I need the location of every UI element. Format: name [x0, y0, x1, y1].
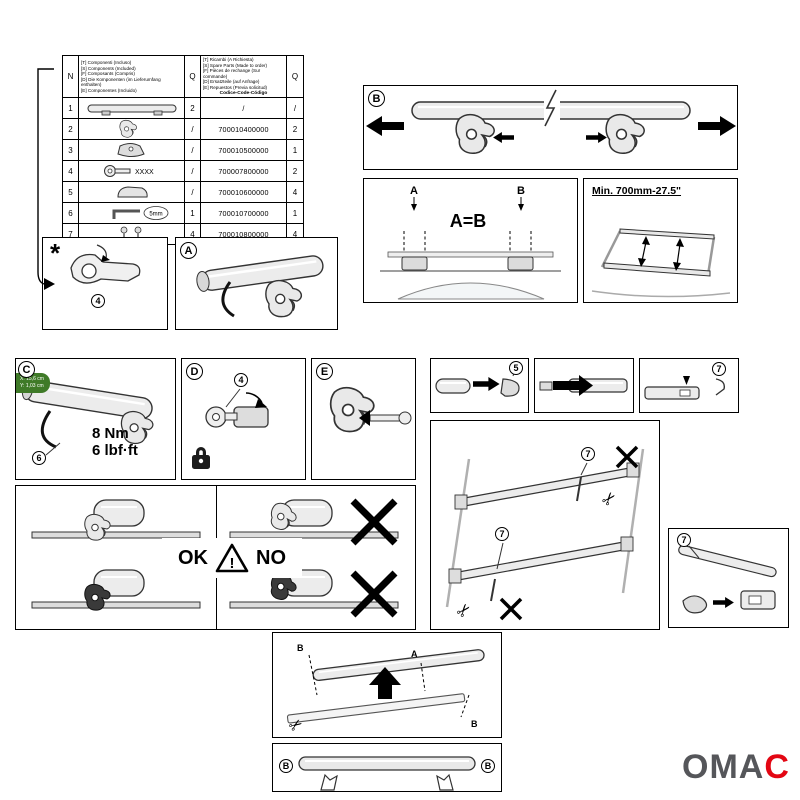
step-c-label: C	[18, 361, 35, 378]
panel-equal-spacing: A B A=B	[363, 178, 578, 303]
ok-no-label: OK ! NO	[162, 538, 302, 578]
strap-detail-illustration	[678, 544, 777, 614]
panel-endcap-install: 5	[430, 358, 529, 413]
equal-spacing-illustration: A B A=B	[380, 185, 561, 300]
table-row: 5 / 700010600000 4	[62, 181, 304, 203]
svg-text:B: B	[297, 643, 304, 653]
mount-wrong-top	[229, 499, 399, 539]
table-row: 1 2 / /	[62, 97, 304, 119]
panel-step-c: C X: 15,6 cm Y: 1,03 cm 6 8 Nm 6 lbf·ft	[15, 358, 176, 480]
callout-7: 7	[581, 447, 595, 461]
callout-7: 7	[712, 362, 726, 376]
col-header-n: N	[62, 55, 79, 98]
header-spare-langs: [T] Ricambi (A Richiesta) [S] Spare Part…	[200, 55, 287, 98]
step-e-label: E	[316, 363, 333, 380]
table-row: 2 / 700010400000 2	[62, 118, 304, 140]
hook-insert-illustration	[644, 376, 726, 400]
step-b-label: B	[368, 90, 385, 107]
panel-step-e: E	[311, 358, 416, 480]
part-icon-allen-key: 5mm	[112, 206, 168, 220]
part-icon-cross-bar	[87, 104, 176, 116]
panel-cut-assembly: B A B ✂	[272, 632, 502, 738]
panel-hook-insert: 7	[639, 358, 739, 413]
min-distance-illustration	[591, 228, 731, 298]
col-header-q-included: Q	[184, 55, 201, 98]
ok-label: OK	[178, 546, 208, 569]
callout-7: 7	[495, 527, 509, 541]
key-insert-illustration	[329, 386, 412, 433]
svg-text:A=B: A=B	[450, 211, 487, 231]
panel-min-distance: Min. 700mm-27.5"	[583, 178, 738, 303]
svg-text:5mm: 5mm	[149, 212, 162, 218]
callout-4: 4	[91, 294, 105, 308]
svg-text:A: A	[410, 185, 418, 197]
cut-assembly-illustration: B A B ✂	[286, 643, 485, 737]
part-icon-rubber-pad	[116, 143, 145, 157]
torque-nm: 8 Nm	[92, 425, 129, 442]
panel-step-d: D 4	[181, 358, 306, 480]
col-header-q-spare: Q	[286, 55, 304, 98]
lock-illustration	[205, 388, 269, 428]
final-check-illustration	[298, 756, 476, 791]
table-to-detail-arrow	[37, 68, 55, 290]
torque-values: 8 Nm 6 lbf·ft	[92, 425, 138, 460]
padlock-icon	[192, 447, 210, 469]
clamp-detail-illustration	[70, 244, 141, 284]
panel-clamp-detail: * 4	[42, 237, 168, 330]
scissors-icon: ✂	[598, 487, 622, 510]
omac-logo: OMAC	[682, 748, 790, 787]
svg-text:B: B	[471, 719, 478, 729]
part-icon-lock-key: XXXX	[103, 165, 154, 177]
panel-strap-slide	[534, 358, 634, 413]
panel-ok-no: OK ! NO	[15, 485, 416, 630]
step-a-illustration	[196, 255, 324, 318]
mount-correct-bottom	[31, 569, 201, 611]
callout-6: 6	[32, 451, 46, 465]
asterisk-label: *	[50, 238, 61, 268]
parts-table: N [T] Componenti (Incluso) [S] Component…	[62, 55, 304, 245]
table-row: 4 XXXX / 700007800000 2	[62, 160, 304, 182]
dimension-x: X: 15,6 cm	[20, 376, 44, 382]
panel-strap-detail: 7	[668, 528, 789, 628]
roof-overview-illustration: ✂ ✂	[445, 445, 645, 622]
torque-illustration	[21, 379, 154, 456]
callout-4: 4	[234, 373, 248, 387]
panel-step-a: A	[175, 237, 338, 330]
mount-correct-top	[31, 499, 201, 541]
strap-slide-illustration	[539, 375, 628, 396]
no-label: NO	[256, 546, 286, 569]
callout-5: 5	[509, 361, 523, 375]
step-a-label: A	[180, 242, 197, 259]
scissors-icon: ✂	[452, 599, 476, 622]
panel-step-b: B	[363, 85, 738, 170]
dimension-y: Y: 1,03 cm	[20, 382, 44, 389]
omac-logo-text: OMA	[682, 748, 765, 786]
callout-b-left: B	[279, 759, 293, 773]
table-row: 6 5mm 1 700010700000 1	[62, 202, 304, 224]
code-label: Codice-Code-Código	[219, 91, 268, 96]
x-mark-icon	[350, 570, 398, 618]
omac-logo-accent: C	[764, 748, 790, 786]
panel-roof-overview: ✂ ✂ 7 7	[430, 420, 660, 630]
table-row: 3 / 700010500000 1	[62, 139, 304, 161]
step-d-label: D	[186, 363, 203, 380]
callout-7: 7	[677, 533, 691, 547]
warning-icon: !	[215, 543, 249, 573]
torque-lbf: 6 lbf·ft	[92, 442, 138, 460]
part-icon-end-cap	[116, 186, 148, 198]
callout-b-right: B	[481, 759, 495, 773]
panel-final-check: B B	[272, 743, 502, 792]
svg-text:A: A	[411, 649, 418, 659]
endcap-install-illustration	[435, 369, 520, 397]
part-icon-foot-clamp	[118, 119, 137, 138]
step-b-illustration	[366, 89, 736, 154]
x-mark-icon	[350, 498, 398, 546]
svg-text:!: !	[230, 555, 235, 572]
min-distance-label: Min. 700mm-27.5"	[592, 185, 682, 197]
svg-text:B: B	[517, 185, 525, 197]
header-included-langs: [T] Componenti (Incluso) [S] Components …	[78, 55, 185, 98]
svg-text:XXXX: XXXX	[135, 169, 154, 176]
